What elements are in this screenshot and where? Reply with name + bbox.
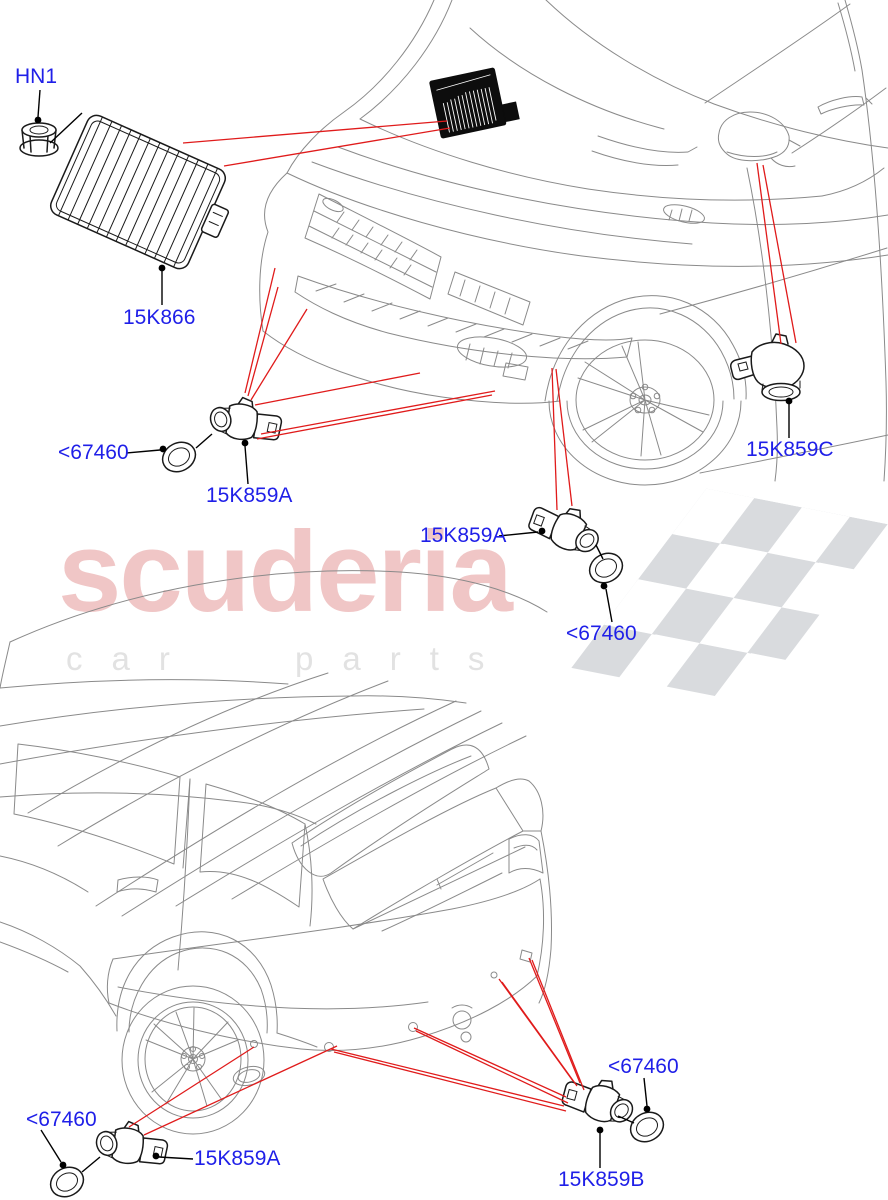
part-label-bezel-rear-right[interactable]: <67460 [608, 1055, 679, 1078]
watermark-tagline: car parts [66, 640, 514, 677]
part-label-bezel-mid[interactable]: <67460 [566, 622, 637, 645]
part-label-sensor-rear-left[interactable]: 15K859A [194, 1147, 281, 1170]
watermark-brand: scuderia [58, 509, 513, 636]
flange-nut-drawing [19, 122, 59, 157]
part-label-sensor-side[interactable]: 15K859C [746, 438, 834, 461]
part-label-bezel-front[interactable]: <67460 [58, 441, 129, 464]
part-label-15k866[interactable]: 15K866 [123, 306, 196, 329]
callout-anchor-dots [34, 116, 793, 1169]
front-vehicle-line-art [259, 0, 888, 486]
part-label-sensor-mid[interactable]: 15K859A [420, 524, 507, 547]
rear-vehicle-line-art [0, 570, 553, 1135]
part-label-sensor-front[interactable]: 15K859A [206, 484, 293, 507]
mounted-module-drawing [429, 67, 520, 139]
black-callout-leaders [37, 89, 790, 1173]
part-label-hn1[interactable]: HN1 [15, 65, 58, 88]
control-module-drawing [49, 114, 230, 270]
red-leader-lines [128, 120, 797, 1136]
part-label-bezel-rear-left[interactable]: <67460 [26, 1108, 97, 1131]
side-sensor-drawing [730, 333, 805, 402]
part-label-sensor-rear-right[interactable]: 15K859B [558, 1168, 645, 1191]
